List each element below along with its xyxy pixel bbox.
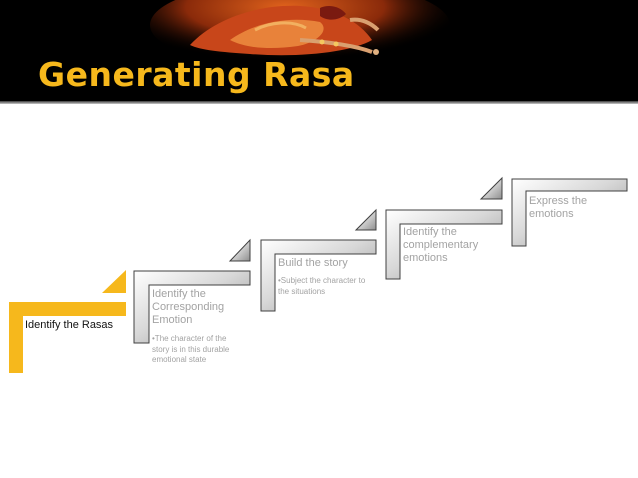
step-2-shape xyxy=(133,238,251,344)
step-4-shape xyxy=(385,176,503,280)
staircase-diagram xyxy=(9,176,628,373)
step-3-label: Build the story xyxy=(278,257,348,269)
dancer-photo xyxy=(150,0,450,70)
step-1-label: Identify the Rasas xyxy=(25,319,114,331)
step-5-shape xyxy=(511,178,628,247)
step-3-detail: •Subject the character to the situations xyxy=(278,276,366,296)
step-2-label: Identify the Corresponding Emotion xyxy=(152,288,225,326)
step-5-label: Express the emotions xyxy=(529,195,588,220)
step-3-shape xyxy=(260,208,377,312)
slide-header: Generating Rasa xyxy=(0,0,638,101)
step-4-label: Identify the complementary emotions xyxy=(403,226,479,264)
step-2-detail: •The character of the story is in this d… xyxy=(152,334,230,364)
step-1-shape xyxy=(9,270,126,373)
header-divider xyxy=(0,101,638,104)
slide-title: Generating Rasa xyxy=(38,55,355,94)
